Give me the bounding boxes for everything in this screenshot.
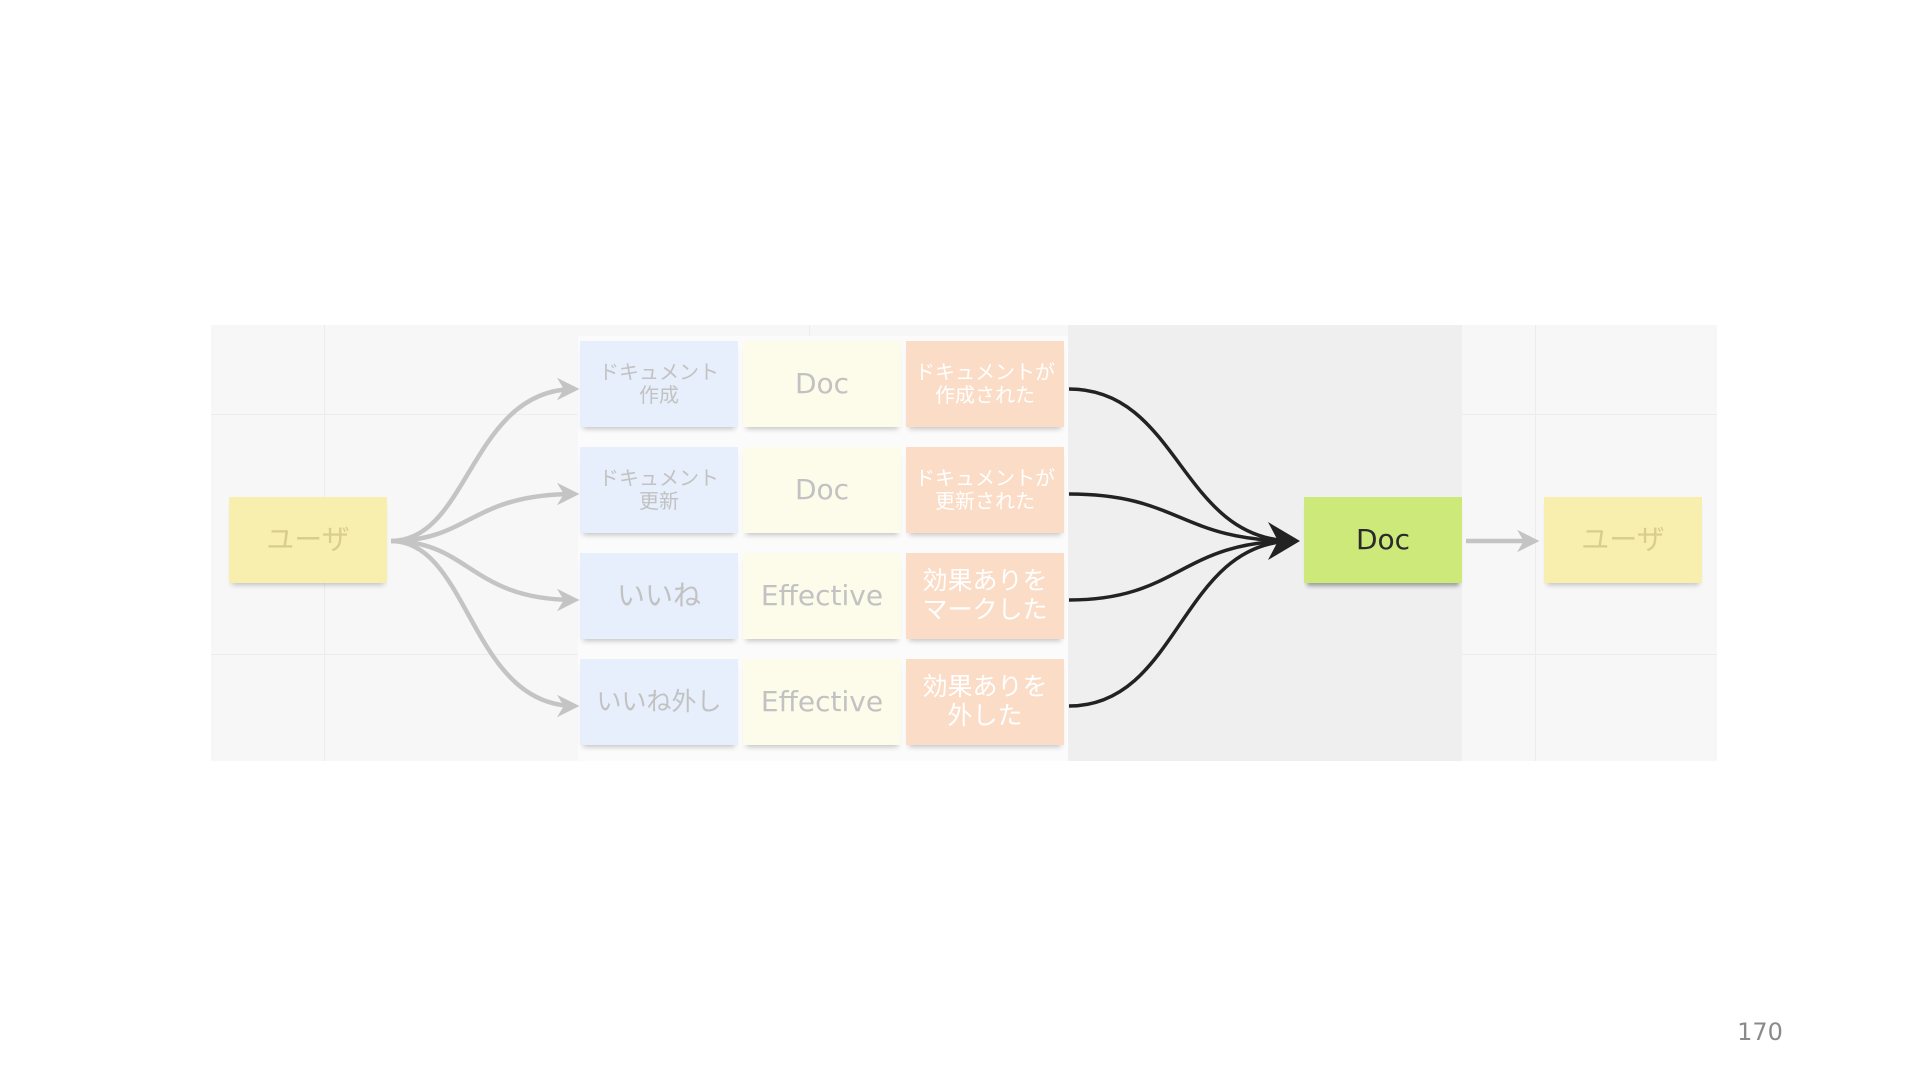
actor-user-right: ユーザ [1544,497,1702,583]
aggregate-note: Effective [743,659,901,745]
actor-user-left: ユーザ [229,497,387,583]
command-note: いいね [580,553,738,639]
command-note: ドキュメント 作成 [580,341,738,427]
page-number: 170 [1737,1018,1783,1046]
aggregate-note: Doc [743,447,901,533]
aggregate-note: Doc [743,341,901,427]
read-model-doc: Doc [1304,497,1462,583]
command-note: いいね外し [580,659,738,745]
event-note: ドキュメントが 作成された [906,341,1064,427]
event-note: 効果ありを 外した [906,659,1064,745]
event-note: ドキュメントが 更新された [906,447,1064,533]
aggregate-note: Effective [743,553,901,639]
grid-line [1535,325,1536,761]
command-note: ドキュメント 更新 [580,447,738,533]
event-note: 効果ありを マークした [906,553,1064,639]
